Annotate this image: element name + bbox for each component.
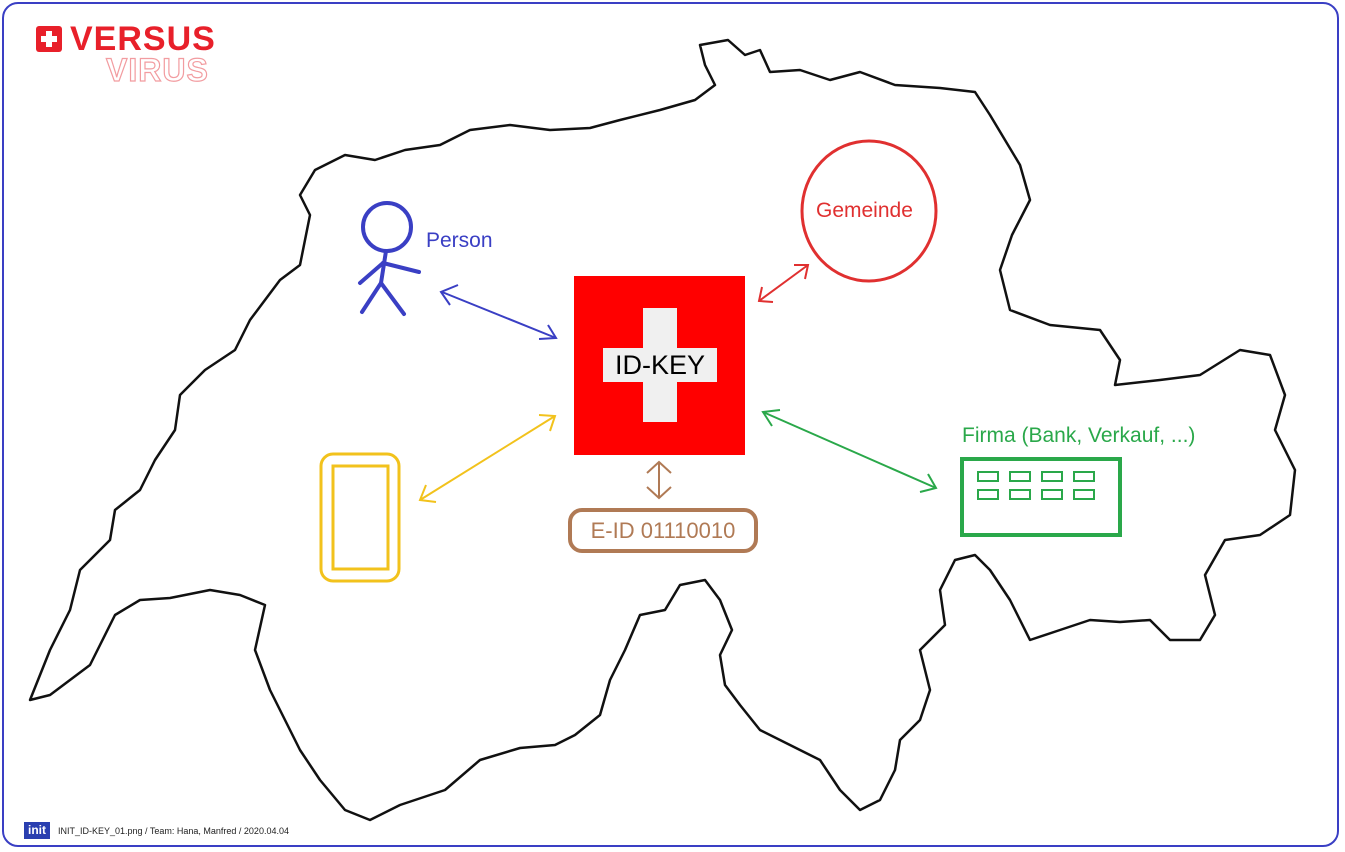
phone-outer — [319, 452, 401, 583]
footer: init INIT_ID-KEY_01.png / Team: Hana, Ma… — [24, 822, 289, 839]
arrow-gemeinde-idkey — [757, 264, 810, 303]
idkey-cross-horizontal — [603, 348, 717, 382]
versus-virus-logo: VERSUS — [36, 22, 216, 56]
firma-building — [960, 457, 1122, 537]
idkey-label: ID-KEY — [614, 350, 706, 380]
swiss-cross-icon — [36, 26, 62, 52]
logo-virus-text: VIRUS — [105, 52, 209, 88]
firma-label: Firma (Bank, Verkauf, ...) — [962, 424, 1196, 447]
init-logo: init — [24, 822, 50, 839]
person-figure — [358, 201, 421, 316]
switzerland-outline — [28, 38, 1297, 822]
gemeinde-circle — [800, 139, 938, 283]
footer-caption: INIT_ID-KEY_01.png / Team: Hana, Manfred… — [58, 825, 289, 836]
person-label: Person — [426, 229, 493, 252]
arrow-phone-idkey — [418, 414, 557, 503]
logo-versus-text: VERSUS — [70, 20, 216, 58]
eid-box — [568, 508, 758, 553]
arrow-firma-idkey — [761, 409, 938, 493]
arrow-eid-idkey — [646, 460, 672, 500]
arrow-person-idkey — [439, 284, 558, 340]
phone-screen — [331, 464, 390, 571]
gemeinde-label: Gemeinde — [816, 199, 913, 222]
eid-label: E-ID 01110010 — [590, 518, 736, 543]
